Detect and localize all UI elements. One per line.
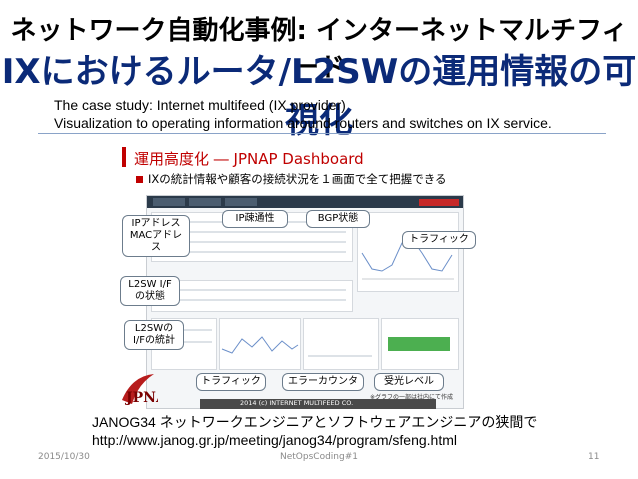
- dashboard-rx-panel: [381, 318, 459, 370]
- bullet-square-icon: [136, 176, 143, 183]
- table-row: [156, 241, 346, 243]
- footer-date: 2015/10/30: [38, 452, 90, 462]
- reference-line1: JANOG34 ネットワークエンジニアとソフトウェアエンジニアの狭間で: [92, 414, 538, 430]
- dashboard-error-panel: [303, 318, 379, 370]
- dashboard-nav-tab: [225, 198, 257, 206]
- dashboard-traffic-chart-bottom: [219, 318, 301, 370]
- rx-level-bar: [388, 337, 450, 351]
- traffic-chart-top: [361, 238, 454, 280]
- subtitle-line1: The case study: Internet multifeed (IX p…: [54, 97, 346, 113]
- copyright-text: 2014 (c) INTERNET MULTIFEED CO.: [240, 399, 354, 407]
- jpnap-logo-icon: JPNAP: [122, 374, 158, 406]
- callout-bgp-state: BGP状態: [306, 210, 370, 228]
- dashboard-nav-tab: [153, 198, 185, 206]
- traffic-chart-bottom: [221, 336, 299, 354]
- slide-title-line1: ネットワーク自動化事例: インターネットマルチフィード: [10, 16, 628, 83]
- callout-traffic-bottom: トラフィック: [196, 373, 266, 391]
- slide-title-line2: IXにおけるルータ/L2SWの運用情報の可視化: [1, 52, 637, 141]
- table-row: [156, 341, 212, 343]
- callout-ip-mac: IPアドレス MACアドレス: [122, 215, 190, 257]
- embedded-page-number: 11: [471, 398, 480, 406]
- footer-page-number: 11: [588, 452, 600, 462]
- table-row: [156, 289, 346, 291]
- title-divider: [38, 133, 606, 134]
- reference-url[interactable]: http://www.janog.gr.jp/meeting/janog34/p…: [92, 432, 457, 448]
- table-row: [156, 251, 346, 253]
- callout-error-counter: エラーカウンタ: [282, 373, 364, 391]
- table-row: [156, 231, 346, 233]
- subtitle-line2: Visualization to operating information a…: [54, 115, 552, 131]
- dashboard-navbar: [147, 196, 463, 208]
- callout-ip-reachability: IP疎通性: [222, 210, 288, 228]
- callout-l2sw-if-stats: L2SWの I/Fの統計: [124, 320, 184, 350]
- svg-text:JPNAP: JPNAP: [124, 390, 158, 406]
- callout-l2sw-if-state: L2SW I/F の状態: [120, 276, 180, 306]
- error-baseline: [308, 355, 372, 357]
- heading-accent-bar: [122, 147, 126, 167]
- copyright-bar: [200, 399, 436, 409]
- embedded-heading: 運用高度化 ― JPNAP Dashboard: [134, 150, 364, 168]
- footer-event: NetOpsCoding#1: [280, 452, 358, 462]
- dashboard-interface-panel: [151, 280, 353, 312]
- table-row: [156, 329, 212, 331]
- callout-traffic-top: トラフィック: [402, 231, 476, 249]
- dashboard-alert-button: [419, 199, 459, 206]
- table-row: [156, 299, 346, 301]
- dashboard-traffic-panel: [357, 212, 459, 292]
- dashboard-nav-tab: [189, 198, 221, 206]
- callout-rx-level: 受光レベル: [374, 373, 444, 391]
- graph-note: ※グラフの一部は社内にて作成: [370, 394, 454, 401]
- embedded-bullet-text: IXの統計情報や顧客の接続状況を１画面で全て把握できる: [148, 172, 447, 186]
